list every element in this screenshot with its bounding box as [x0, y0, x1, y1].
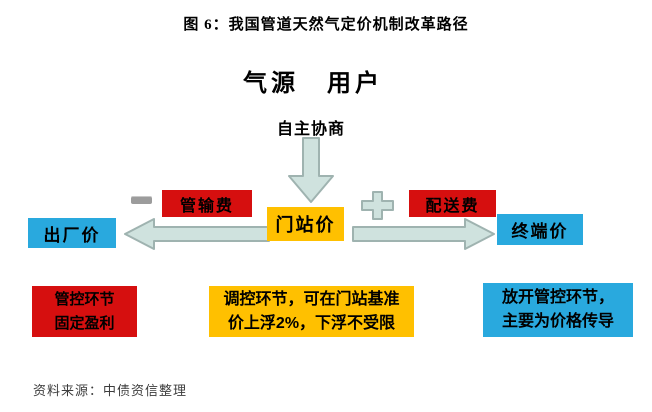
regulated-note-box: 管控环节 固定盈利 — [32, 286, 137, 337]
liberalized-note-box: 放开管控环节， 主要为价格传导 — [483, 283, 633, 337]
regulated-note-line2: 固定盈利 — [54, 314, 115, 332]
adjusted-note-line1: 调控环节，可在门站基准 — [223, 290, 400, 308]
factory-price-box: 出厂价 — [28, 218, 116, 248]
plus-icon — [361, 191, 394, 220]
negotiation-label: 自主协商 — [276, 121, 345, 138]
right-arrow-icon — [352, 218, 495, 250]
page-title: 图 6：我国管道天然气定价机制改革路径 — [183, 17, 469, 33]
user-label: 用户 — [327, 70, 383, 97]
down-arrow-icon — [288, 137, 334, 203]
left-arrow-icon — [124, 218, 270, 250]
gas-source-label: 气源 — [243, 70, 299, 97]
distribution-fee-box: 配送费 — [409, 190, 496, 217]
pipeline-fee-box: 管输费 — [162, 190, 252, 217]
citygate-price-box: 门站价 — [267, 207, 344, 241]
adjusted-note-line2: 价上浮2%，下浮不受限 — [227, 314, 396, 332]
liberalized-note-line1: 放开管控环节， — [501, 289, 614, 306]
source-label: 资料来源：中债资信整理 — [33, 383, 188, 398]
terminal-price-box: 终端价 — [497, 214, 583, 245]
liberalized-note-line2: 主要为价格传导 — [501, 313, 614, 330]
regulated-note-line1: 管控环节 — [54, 290, 115, 308]
adjusted-note-box: 调控环节，可在门站基准 价上浮2%，下浮不受限 — [209, 286, 414, 337]
minus-icon — [131, 196, 152, 204]
